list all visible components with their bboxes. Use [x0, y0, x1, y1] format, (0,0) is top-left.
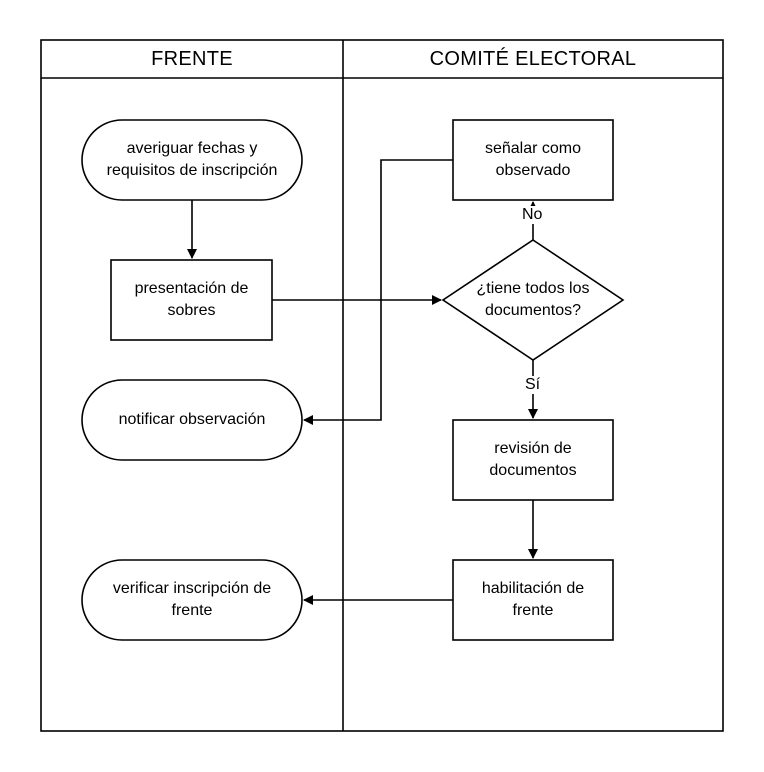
- process-revision: [452, 419, 614, 501]
- lane-title-frente: FRENTE: [151, 47, 233, 70]
- lane-frame: [40, 39, 724, 732]
- edge-senalar-notificar: [303, 159, 453, 425]
- node-label-senalar: señalar como observado: [484, 140, 582, 179]
- node-label-revision: revisión de documentos: [489, 440, 577, 479]
- node-label-notificar: notificar observación: [118, 411, 266, 428]
- node-label-verificar: verificar inscripción de frente: [112, 580, 272, 619]
- lane-title-comite-electoral: COMITÉ ELECTORAL: [429, 47, 637, 70]
- node-label-averiguar: averiguar fechas y requisitos de inscrip…: [106, 140, 278, 179]
- process-presentacion: [110, 259, 273, 341]
- node-label-decision: ¿tiene todos los documentos?: [476, 280, 590, 319]
- terminal-notificar: [81, 379, 303, 461]
- edge-label-si: Sí: [523, 376, 543, 394]
- node-label-presentacion: presentación de sobres: [134, 280, 249, 319]
- node-label-habilitacion: habilitación de frente: [481, 580, 585, 619]
- edge-label-no: No: [520, 206, 545, 224]
- process-habilitacion: [452, 559, 614, 641]
- process-senalar: [452, 119, 614, 201]
- terminal-verificar: [81, 559, 303, 641]
